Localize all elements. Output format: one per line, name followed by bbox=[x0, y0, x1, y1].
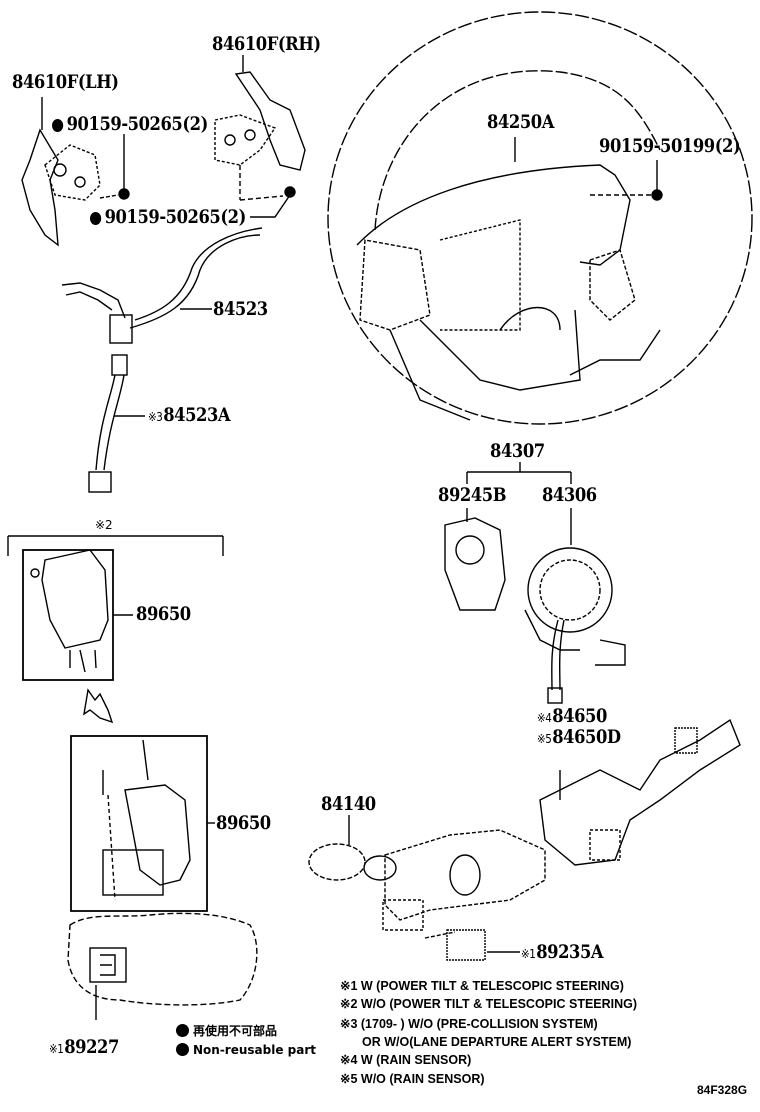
note-mark: ※3 bbox=[148, 410, 163, 424]
part-label-84610f-lh[interactable]: 84610F(LH) bbox=[12, 71, 119, 93]
legend-jp: 再使用不可部品 bbox=[176, 1022, 277, 1039]
legend-en: Non-reusable part bbox=[176, 1043, 316, 1057]
ecu-lower-group bbox=[70, 735, 215, 912]
part-number: 89235A bbox=[536, 941, 604, 963]
part-label-89235a[interactable]: ※189235A bbox=[521, 941, 604, 963]
note-5: ※5 W/O (RAIN SENSOR) bbox=[340, 1072, 485, 1086]
note-mark-2: ※2 bbox=[95, 518, 113, 532]
note-2: ※2 W/O (POWER TILT & TELESCOPIC STEERING… bbox=[340, 997, 638, 1011]
part-label-84307[interactable]: 84307 bbox=[490, 440, 545, 462]
part-label-89650-lower[interactable]: 89650 bbox=[216, 812, 271, 834]
part-label-90159-50199[interactable]: 90159-50199(2) bbox=[599, 135, 741, 157]
ecu-upper-group bbox=[7, 535, 224, 724]
part-label-89245b[interactable]: 89245B bbox=[438, 484, 507, 506]
part-number: 90159-50265(2) bbox=[66, 113, 209, 135]
non-reusable-dot-icon bbox=[176, 1043, 189, 1056]
note-mark: ※5 bbox=[537, 732, 552, 746]
non-reusable-dot-icon bbox=[52, 119, 64, 132]
note-3-cont: OR W/O(LANE DEPARTURE ALERT SYSTEM) bbox=[362, 1035, 632, 1049]
note-3: ※3 (1709- ) W/O (PRE-COLLISION SYSTEM) bbox=[340, 1017, 598, 1031]
column-housing-drawing bbox=[67, 912, 258, 1020]
part-label-89227[interactable]: ※189227 bbox=[49, 1038, 119, 1057]
note-1: ※1 W (POWER TILT & TELESCOPIC STEERING) bbox=[340, 979, 624, 993]
note-mark: ※4 bbox=[537, 711, 552, 725]
part-number: 90159-50265(2) bbox=[104, 206, 247, 228]
paddle-lh-drawing bbox=[21, 97, 130, 247]
spiral-cable-assy-bracket bbox=[466, 462, 572, 545]
part-label-84523[interactable]: 84523 bbox=[213, 298, 268, 320]
note-mark: ※1 bbox=[521, 947, 536, 961]
wiper-switch-drawing bbox=[539, 718, 741, 866]
note-4: ※4 W (RAIN SENSOR) bbox=[340, 1053, 472, 1067]
part-label-89650-upper[interactable]: 89650 bbox=[136, 603, 191, 625]
part-number: 84523A bbox=[163, 404, 231, 426]
part-label-84650[interactable]: ※484650 bbox=[537, 707, 607, 726]
part-label-84523a[interactable]: ※384523A bbox=[148, 404, 231, 426]
turn-switch-drawing bbox=[308, 815, 546, 961]
spiral-cable-drawing bbox=[524, 547, 626, 800]
part-number: 84650 bbox=[552, 705, 607, 727]
part-label-84650d[interactable]: ※584650D bbox=[537, 728, 621, 747]
diagram-code: 84F328G bbox=[697, 1083, 748, 1097]
non-reusable-dot-icon bbox=[90, 212, 102, 225]
part-label-84306[interactable]: 84306 bbox=[542, 484, 597, 506]
note-mark: ※1 bbox=[49, 1042, 64, 1056]
part-label-84610f-rh[interactable]: 84610F(RH) bbox=[212, 33, 321, 55]
steering-wheel-drawing bbox=[327, 11, 753, 425]
legend-text-jp: 再使用不可部品 bbox=[193, 1024, 278, 1038]
part-label-84140[interactable]: 84140 bbox=[321, 793, 376, 815]
part-label-84250a[interactable]: 84250A bbox=[487, 111, 554, 133]
paddle-rh-drawing bbox=[214, 55, 306, 218]
sensor-89245b-drawing bbox=[444, 517, 506, 611]
part-label-90159-50265-lh[interactable]: 90159-50265(2) bbox=[52, 115, 208, 134]
part-label-90159-50265-rh[interactable]: 90159-50265(2) bbox=[90, 208, 246, 227]
part-number: 84650D bbox=[552, 726, 621, 748]
legend-text-en: Non-reusable part bbox=[193, 1043, 317, 1057]
non-reusable-dot-icon bbox=[176, 1024, 189, 1037]
harness-84523-drawing bbox=[61, 227, 263, 493]
part-number: 89227 bbox=[64, 1036, 119, 1058]
